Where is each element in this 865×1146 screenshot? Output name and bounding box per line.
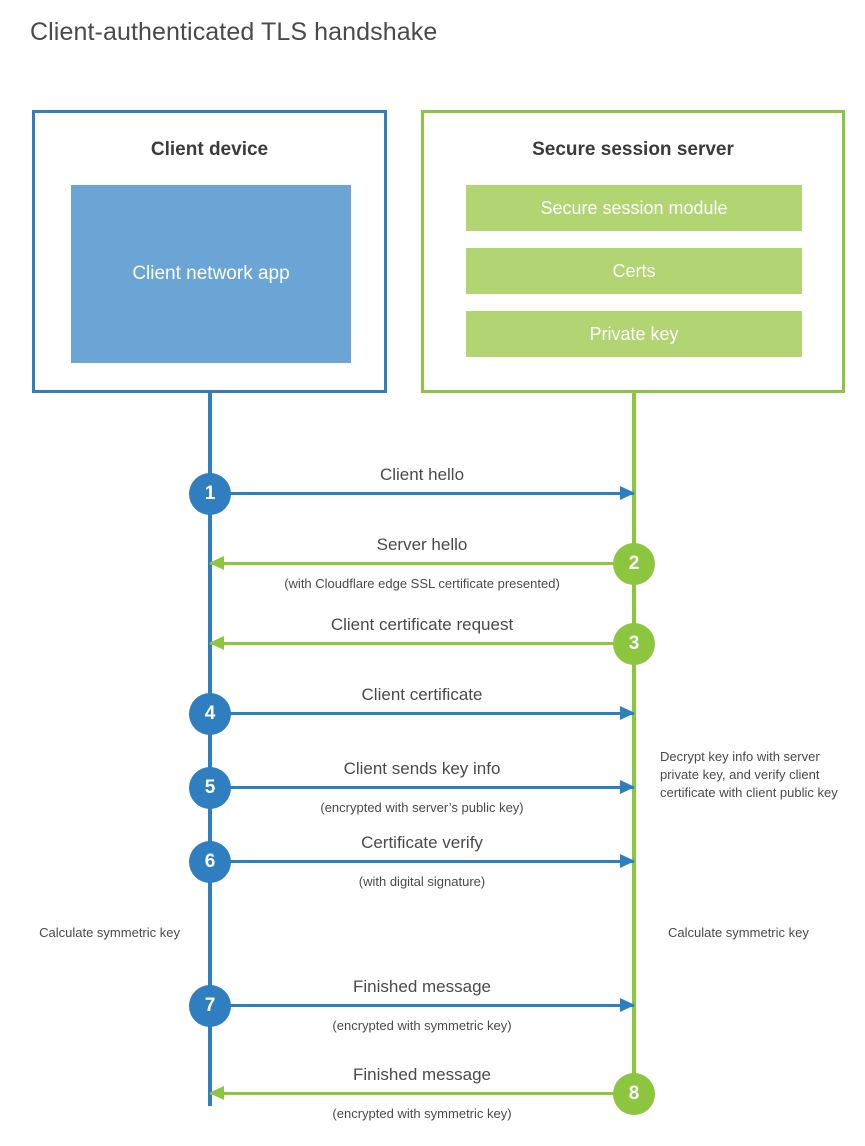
client-network-app-block: Client network app: [71, 185, 351, 363]
message-label-4: Client certificate: [361, 685, 483, 704]
message-sublabel-5: (encrypted with server’s public key): [320, 800, 524, 815]
message-label-1: Client hello: [379, 465, 465, 484]
message-label-2: Server hello: [376, 535, 468, 554]
step-badge-2: 2: [613, 543, 655, 585]
server-module-secure-session-module: Secure session module: [466, 185, 802, 231]
note-server-decrypt-key-info: Decrypt key info with server private key…: [660, 749, 838, 800]
message-arrow-3: [209, 636, 634, 650]
step-badge-5: 5: [189, 767, 231, 809]
message-label-8: Finished message: [353, 1065, 491, 1084]
server-module-certs: Certs: [466, 248, 802, 294]
message-arrow-6: [210, 854, 635, 868]
client-device-title: Client device: [150, 139, 269, 160]
step-badge-7: 7: [189, 985, 231, 1027]
step-badge-1: 1: [189, 473, 231, 515]
message-sublabel-7: (encrypted with symmetric key): [332, 1018, 512, 1033]
message-arrow-2: [209, 556, 634, 570]
server-module-private-key: Private key: [466, 311, 802, 357]
client-device-box: Client device Client network app: [32, 110, 387, 393]
note-server-calculate-symmetric-key: Calculate symmetric key: [668, 925, 809, 940]
message-label-5: Client sends key info: [343, 759, 501, 778]
arrowhead-icon-8: [209, 1086, 224, 1100]
secure-session-server-box: Secure session server Secure session mod…: [421, 110, 845, 393]
arrowhead-icon-6: [620, 854, 635, 868]
message-label-7: Finished message: [353, 977, 491, 996]
step-badge-3: 3: [613, 623, 655, 665]
message-sublabel-6: (with digital signature): [358, 874, 486, 889]
arrowhead-icon-5: [620, 780, 635, 794]
secure-session-server-title: Secure session server: [532, 139, 734, 160]
arrowhead-icon-1: [620, 486, 635, 500]
server-lifeline: [632, 393, 636, 1093]
message-arrow-7: [210, 998, 635, 1012]
message-label-6: Certificate verify: [361, 833, 483, 852]
message-sublabel-2: (with Cloudflare edge SSL certificate pr…: [284, 576, 560, 591]
message-arrow-1: [210, 486, 635, 500]
client-lifeline: [208, 393, 212, 1106]
arrowhead-icon-4: [620, 706, 635, 720]
note-client-calculate-symmetric-key: Calculate symmetric key: [39, 925, 180, 940]
message-sublabel-8: (encrypted with symmetric key): [332, 1106, 512, 1121]
message-arrow-8: [209, 1086, 634, 1100]
message-label-3: Client certificate request: [330, 615, 514, 634]
arrowhead-icon-7: [620, 998, 635, 1012]
arrowhead-icon-3: [209, 636, 224, 650]
arrowhead-icon-2: [209, 556, 224, 570]
message-arrow-5: [210, 780, 635, 794]
step-badge-6: 6: [189, 841, 231, 883]
step-badge-4: 4: [189, 693, 231, 735]
step-badge-8: 8: [613, 1073, 655, 1115]
page-title: Client-authenticated TLS handshake: [30, 18, 438, 46]
message-arrow-4: [210, 706, 635, 720]
